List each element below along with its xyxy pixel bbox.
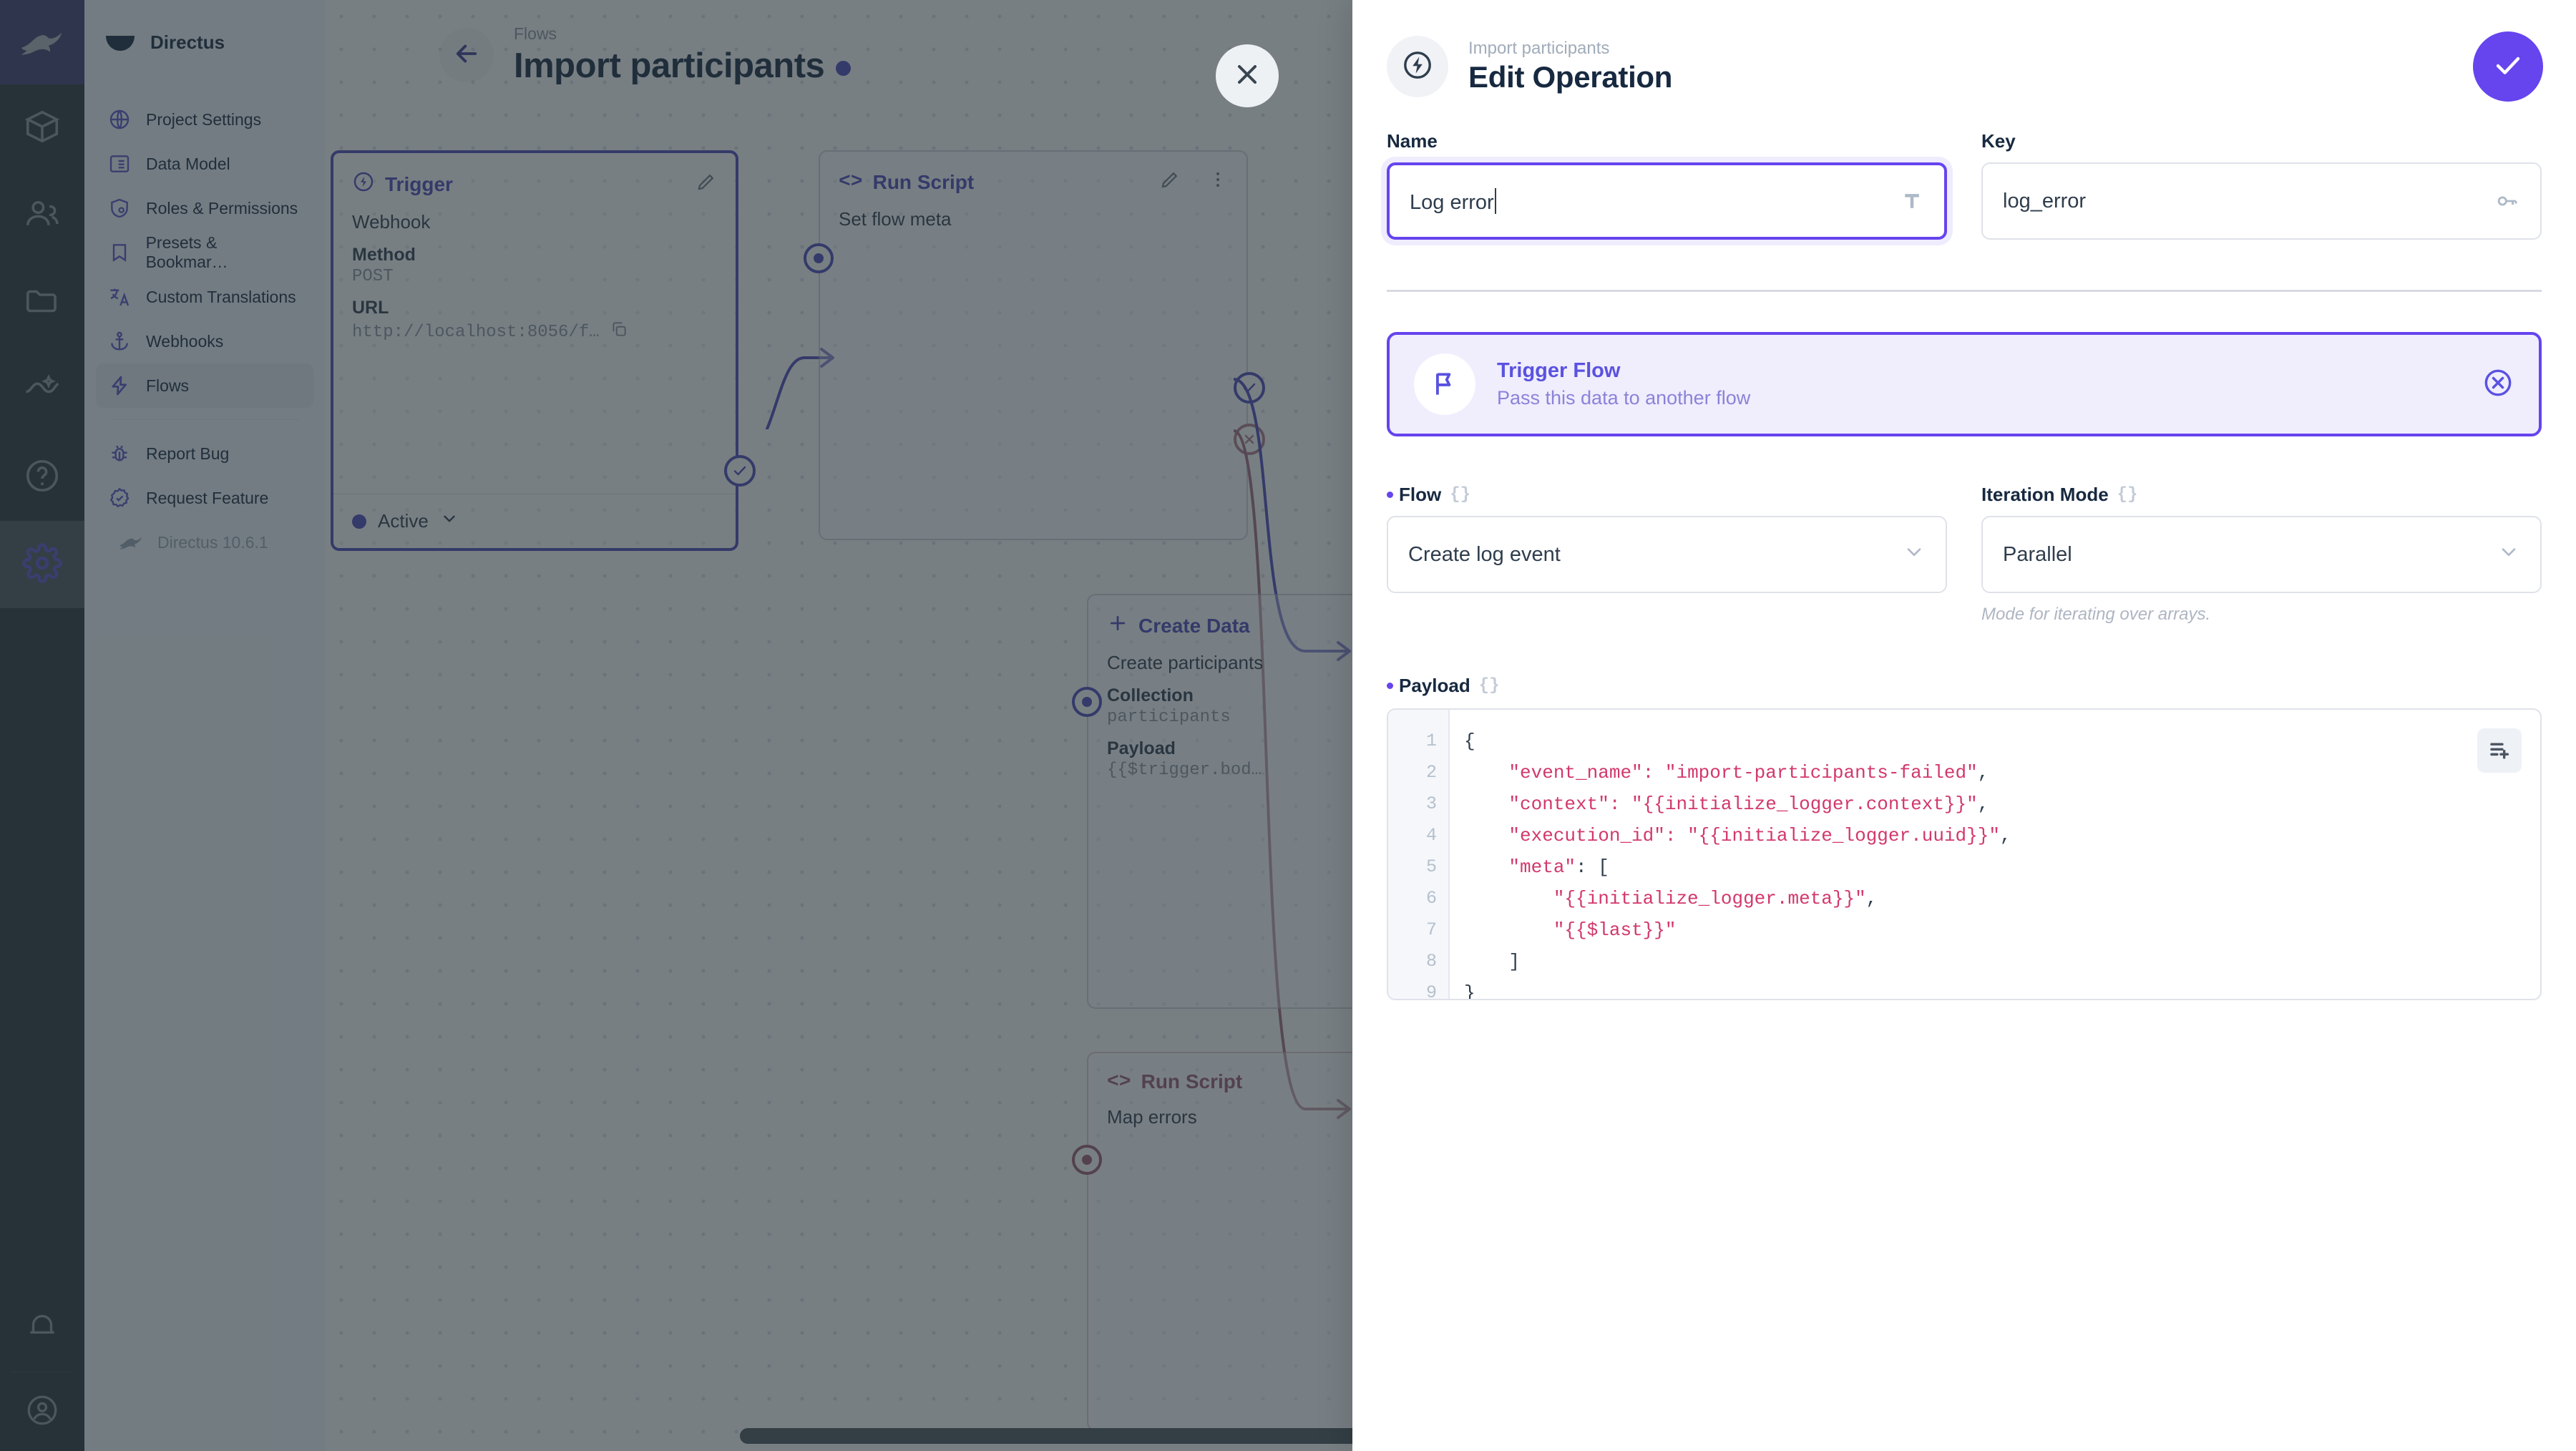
line-number: 2 — [1425, 762, 1437, 783]
operation-title: Trigger Flow — [1497, 359, 1621, 382]
chevron-down-icon — [1903, 540, 1926, 569]
code-line: "execution_id": "{{initialize_logger.uui… — [1508, 825, 2011, 846]
line-number: 8 — [1425, 951, 1437, 972]
drawer-breadcrumb: Import participants — [1468, 39, 1610, 58]
braces-icon: {} — [1478, 676, 1500, 695]
code-line: "context": "{{initialize_logger.context}… — [1508, 793, 1989, 815]
close-icon — [1231, 59, 1263, 94]
iteration-label-text: Iteration Mode — [1981, 484, 2109, 505]
flow-label-text: Flow — [1399, 484, 1442, 505]
payload-code-editor[interactable]: 1 2 3 4 5 6 7 8 9 { "event_name": "impor… — [1387, 708, 2542, 1000]
payload-label-text: Payload — [1399, 675, 1470, 696]
flow-label: Flow {} — [1387, 484, 1947, 506]
insert-variable-button[interactable] — [2477, 728, 2522, 773]
braces-icon: {} — [2117, 485, 2138, 504]
section-divider — [1387, 290, 2542, 292]
code-line: "event_name": "import-participants-faile… — [1508, 762, 1989, 783]
operation-type-card[interactable]: Trigger Flow Pass this data to another f… — [1387, 332, 2542, 436]
key-label: Key — [1981, 130, 2016, 152]
name-input-value: Log error — [1410, 187, 1900, 215]
line-number: 6 — [1425, 888, 1437, 909]
flow-select[interactable]: Create log event — [1387, 516, 1947, 593]
code-line: ] — [1464, 951, 1521, 972]
code-line: "{{$last}}" — [1553, 919, 1677, 941]
key-icon[interactable] — [2494, 188, 2520, 214]
payload-code-text[interactable]: { "event_name": "import-participants-fai… — [1450, 710, 2540, 999]
iteration-field-group: Iteration Mode {} Parallel Mode for iter… — [1981, 484, 2542, 625]
bolt-circle-icon — [1400, 48, 1435, 86]
line-number: 3 — [1425, 793, 1437, 814]
line-number: 1 — [1425, 731, 1437, 751]
line-number: 9 — [1425, 982, 1437, 1000]
text-caret — [1494, 187, 1496, 214]
iteration-mode-value: Parallel — [2003, 542, 2072, 566]
drawer-body: Name Log error Key log_error — [1352, 102, 2576, 1000]
name-input[interactable]: Log error — [1387, 162, 1947, 240]
operation-type-badge — [1387, 36, 1448, 97]
iteration-hint: Mode for iterating over arrays. — [1981, 605, 2211, 624]
name-field-group: Name Log error — [1387, 130, 1947, 240]
operation-description: Pass this data to another flow — [1497, 387, 1751, 409]
save-button[interactable] — [2473, 31, 2543, 102]
braces-icon: {} — [1450, 485, 1471, 504]
modal-backdrop[interactable] — [0, 0, 1352, 1451]
flow-field-group: Flow {} Create log event — [1387, 484, 1947, 625]
cancel-circle-icon — [2482, 369, 2514, 402]
line-number: 7 — [1425, 919, 1437, 940]
code-line: } — [1464, 982, 1475, 999]
line-number-gutter: 1 2 3 4 5 6 7 8 9 — [1388, 710, 1450, 999]
key-field-group: Key log_error — [1981, 130, 2542, 240]
name-label: Name — [1387, 130, 1438, 152]
code-line: "{{initialize_logger.meta}}", — [1553, 888, 1878, 909]
iteration-label: Iteration Mode {} — [1981, 484, 2542, 506]
code-line: "meta": [ — [1508, 856, 1609, 878]
check-icon — [2491, 48, 2525, 86]
edit-operation-drawer: Import participants Edit Operation Name … — [1352, 0, 2576, 1451]
drawer-title: Edit Operation — [1468, 60, 1673, 94]
key-input[interactable]: log_error — [1981, 162, 2542, 240]
line-number: 5 — [1425, 856, 1437, 877]
payload-field-group: Payload {} 1 2 3 4 5 6 7 8 — [1387, 675, 2542, 1000]
drawer-header: Import participants Edit Operation — [1352, 0, 2576, 102]
name-key-row: Name Log error Key log_error — [1387, 130, 2542, 240]
flow-iteration-row: Flow {} Create log event Iteration Mode … — [1387, 484, 2542, 625]
chevron-down-icon — [2497, 540, 2520, 569]
close-drawer-button[interactable] — [1216, 44, 1279, 107]
iteration-mode-select[interactable]: Parallel — [1981, 516, 2542, 593]
clear-operation-button[interactable] — [2482, 366, 2514, 403]
line-number: 4 — [1425, 825, 1437, 846]
text-format-icon[interactable] — [1900, 189, 1924, 213]
code-line: { — [1464, 731, 1475, 752]
flow-select-value: Create log event — [1408, 542, 1561, 566]
playlist-add-icon — [2487, 737, 2512, 765]
key-input-value: log_error — [2003, 189, 2087, 212]
flag-icon — [1414, 353, 1475, 415]
payload-label: Payload {} — [1387, 675, 2542, 697]
